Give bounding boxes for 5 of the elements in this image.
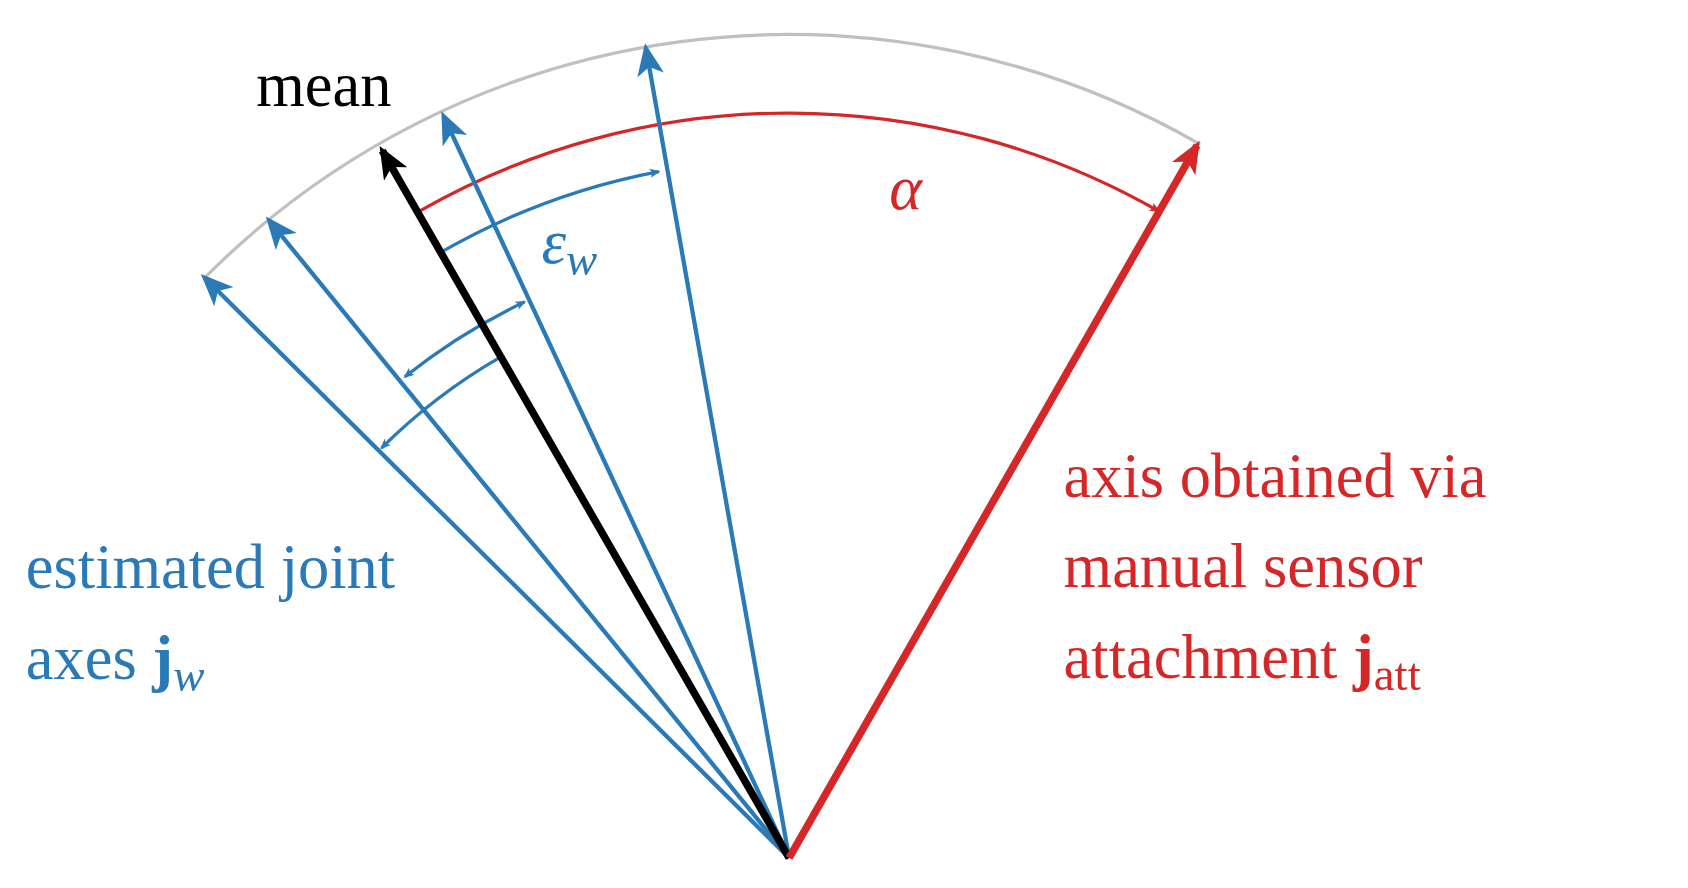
symbol-label: mean xyxy=(256,49,392,123)
axis-label: estimated joint axes j$_{w}$ xyxy=(25,531,397,703)
axis-label: axis obtained via manual sensor attachment j$_{att}$ xyxy=(1063,439,1488,702)
symbol-label: ε$_{w}$ xyxy=(541,205,598,287)
symbol-label: α xyxy=(889,151,922,225)
